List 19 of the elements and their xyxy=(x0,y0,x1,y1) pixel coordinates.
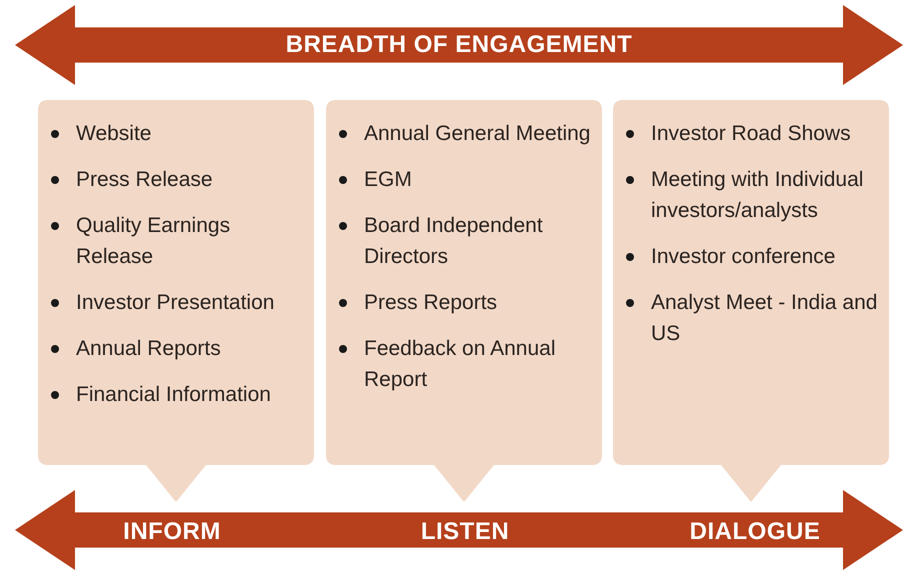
banner-label: LISTEN xyxy=(420,518,510,546)
bullet-item: Investor Road Shows xyxy=(613,118,891,149)
banner-label: INFORM xyxy=(123,518,221,546)
bullet-item: Quality Earnings Release xyxy=(38,210,306,272)
banner-label: DIALOGUE xyxy=(690,518,820,546)
bullet-item: Financial Information xyxy=(38,379,306,410)
bullet-item: Annual Reports xyxy=(38,333,306,364)
bullet-item: Investor Presentation xyxy=(38,287,306,318)
bullet-item: Board Independent Directors xyxy=(326,210,594,272)
banner-label: BREADTH OF ENGAGEMENT xyxy=(286,31,632,59)
bullet-item: EGM xyxy=(326,164,594,195)
bullet-item: Annual General Meeting xyxy=(326,118,594,149)
bullet-item: Analyst Meet - India and US xyxy=(613,287,891,349)
bullet-item: Investor conference xyxy=(613,241,891,272)
bullet-item: Website xyxy=(38,118,306,149)
bullet-item: Feedback on Annual Report xyxy=(326,333,594,395)
bullet-item: Meeting with Individual investors/analysts xyxy=(613,164,891,226)
bullet-item: Press Release xyxy=(38,164,306,195)
bullet-item: Press Reports xyxy=(326,287,594,318)
